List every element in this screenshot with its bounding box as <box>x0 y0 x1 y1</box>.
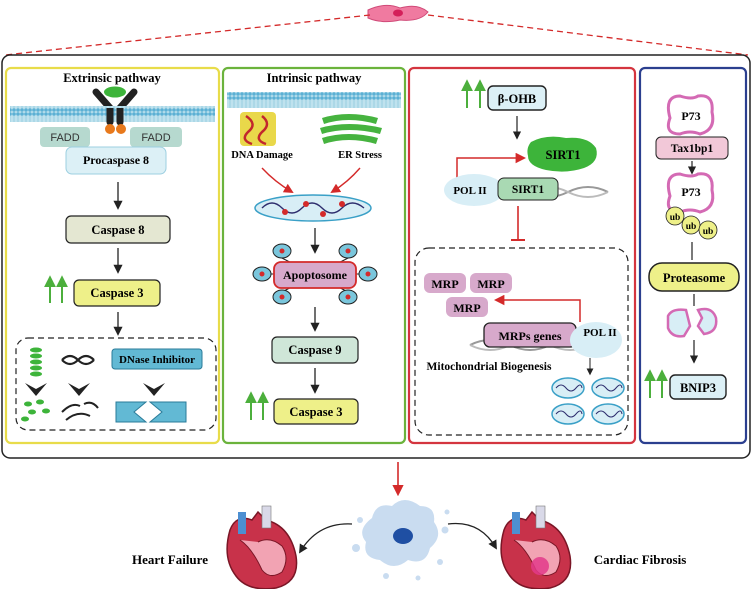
extrinsic-panel: Extrinsic pathway FADD FADD Procaspase 8… <box>4 66 221 445</box>
bnip3-label: BNIP3 <box>680 381 716 395</box>
upregulation-icon <box>44 275 68 303</box>
er-stress-label: ER Stress <box>338 150 382 161</box>
arrow <box>299 523 353 554</box>
death-domain-icon <box>105 124 115 134</box>
extrinsic-title: Extrinsic pathway <box>63 71 161 85</box>
sirt1-box-label: SIRT1 <box>512 184 544 196</box>
cardiac-fibrosis-icon <box>500 505 572 589</box>
bohb-label: β-OHB <box>498 92 537 106</box>
lamin-fragments-icon <box>21 399 50 422</box>
ligand-icon <box>104 86 126 98</box>
caspase3-label: Caspase 3 <box>90 286 143 300</box>
caspase3-label-intrinsic: Caspase 3 <box>289 405 342 419</box>
heart-failure-icon <box>226 505 298 589</box>
mrp-box-1 <box>424 273 466 293</box>
upregulation-icon <box>644 369 668 398</box>
caspase3-box-intrinsic <box>273 398 359 425</box>
bohb-box <box>487 85 547 111</box>
dna-damage-icon <box>240 112 276 146</box>
ubiquitin-2 <box>681 215 701 235</box>
upregulation-icon <box>461 79 486 108</box>
death-domain-icon <box>116 124 126 134</box>
chevron-down-icon <box>25 383 47 396</box>
inhibition-icon <box>511 206 525 241</box>
pol2-left-label: POL II <box>453 185 486 197</box>
p73-bottom-label: P73 <box>681 185 700 199</box>
caspase8-label: Caspase 8 <box>91 223 144 237</box>
fadd-right-label: FADD <box>141 132 170 144</box>
caspase9-label: Caspase 9 <box>288 343 341 357</box>
sirt1-box <box>497 177 559 201</box>
ub-label-2: ub <box>686 222 697 232</box>
tax1bp1-box <box>655 136 729 160</box>
proteasome-label: Proteasome <box>663 271 726 285</box>
pol2-right-blob <box>570 322 622 358</box>
caspase9-box <box>271 336 359 364</box>
procaspase8-box <box>65 146 167 175</box>
sirt-panel: β-OHB SIRT1 POL II SIRT1 MRP MRP MRP <box>407 66 637 445</box>
activation-arrow <box>456 152 527 180</box>
ub-label-3: ub <box>703 227 714 237</box>
p73-top-label: P73 <box>681 109 700 123</box>
mitochondrion-icon <box>254 194 372 222</box>
caspase8-box <box>65 215 171 244</box>
zoom-line-right <box>427 14 749 56</box>
apoptosome-complex <box>252 243 378 305</box>
heart-failure-label: Heart Failure <box>132 552 208 567</box>
er-stress-icon <box>320 114 382 144</box>
dna-damage-label: DNA Damage <box>231 150 293 161</box>
dnase-inhibitor-label: DNase Inhibitor <box>119 354 195 366</box>
damaged-cell-icon <box>352 500 450 581</box>
mrps-genes-label: MRPs genes <box>499 329 562 343</box>
chevron-down-icon <box>143 383 165 396</box>
cardiomyocyte-icon <box>367 4 429 23</box>
mrp-label-3: MRP <box>453 301 480 315</box>
dnase-inhibitor-box <box>111 348 203 370</box>
dna-strand-icon <box>61 354 95 366</box>
expression-arrow <box>493 294 581 322</box>
arrow <box>261 167 294 193</box>
intrinsic-title: Intrinsic pathway <box>267 71 363 85</box>
sirt1-top-label: SIRT1 <box>546 148 581 162</box>
caspase3-box <box>73 279 161 307</box>
upregulation-icon <box>245 391 269 420</box>
procaspase8-label: Procaspase 8 <box>83 153 149 167</box>
chevron-down-icon <box>68 383 90 396</box>
p73-top-protein <box>666 94 715 136</box>
mrp-box-2 <box>470 273 512 293</box>
pol2-left-blob <box>444 174 504 206</box>
fadd-right-box <box>130 127 182 147</box>
arrow <box>447 522 497 550</box>
pol2-right-label: POL II <box>583 327 616 339</box>
arrow <box>330 167 361 194</box>
mrp-label-2: MRP <box>477 277 504 291</box>
intrinsic-panel: Intrinsic pathway DNA Damage ER Stress <box>221 66 407 445</box>
lamin-stack-icon <box>30 347 42 377</box>
outer-frame <box>1 54 751 459</box>
ubiquitin-1 <box>665 206 685 226</box>
biogenesis-box <box>414 247 629 436</box>
mrp-label-1: MRP <box>431 277 458 291</box>
zoom-line-left <box>4 14 371 56</box>
bnip3-box <box>669 374 727 400</box>
mito-membrane <box>227 92 401 108</box>
ubiquitin-3 <box>698 220 718 240</box>
ub-label-1: ub <box>670 213 681 223</box>
biogenesis-label: Mitochondrial Biogenesis <box>427 361 552 373</box>
cardiac-fibrosis-label: Cardiac Fibrosis <box>594 552 687 567</box>
tax1bp1-label: Tax1bp1 <box>671 143 714 155</box>
fadd-left-box <box>40 127 90 147</box>
dna-fragments-icon <box>61 401 99 421</box>
degraded-p73-icon <box>666 307 718 338</box>
apoptosome-label: Apoptosome <box>283 268 348 282</box>
mrp-box-3 <box>446 297 488 317</box>
proteasome-box <box>648 262 740 292</box>
fadd-left-label: FADD <box>50 132 79 144</box>
cleaved-inhibitor-icon <box>115 401 187 423</box>
p73-panel: P73 Tax1bp1 P73 ub ub ub Proteasome BNIP… <box>638 66 748 445</box>
sirt1-protein-icon <box>527 136 597 172</box>
mitochondria-cluster-icon <box>551 377 625 425</box>
substrate-box <box>15 337 217 431</box>
